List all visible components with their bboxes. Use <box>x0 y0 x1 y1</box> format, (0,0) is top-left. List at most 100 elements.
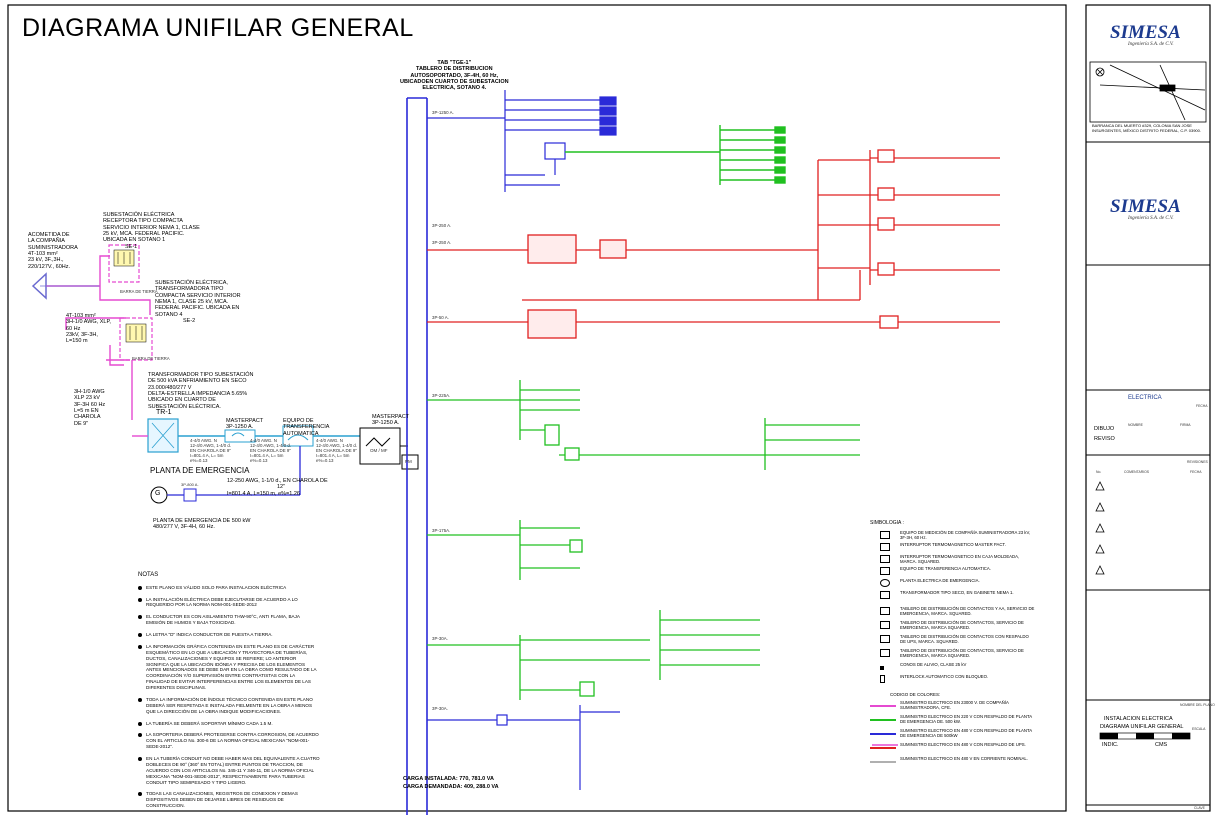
tab-name: TAB "TGE-1" <box>437 60 472 66</box>
legend-label: TABLERO DE DISTRIBUCIÓN DE CONTACTOS, SE… <box>900 620 1024 630</box>
se1-text: SUBESTACIÓN ELÉCTRICA RECEPTORA TIPO COM… <box>103 212 200 250</box>
awg1-line: 4-4/0 AWG. N <box>190 438 217 443</box>
tab-line2: AUTOSOPORTADO, 3F-4H, 60 Hz, <box>410 72 499 79</box>
planta-cable-text: 12-250 AWG, 1-1/0 d., EN CHAROLA DE 12" … <box>227 478 328 497</box>
rev-no-label: No. <box>1096 470 1102 474</box>
plan-title-2: DIAGRAMA UNIFILAR GENERAL <box>1100 724 1184 730</box>
rev-comentarios-label: COMENTARIOS <box>1124 470 1149 474</box>
color-line <box>870 747 896 749</box>
note-item: LA SOPORTERIA DEBERÁ PROTEGERSE CONTRA C… <box>138 732 320 750</box>
cable2-line: CHAROLA <box>74 414 101 421</box>
planta-desc-line: PLANTA DE EMERGENCIA DE 500 kW <box>153 518 251 524</box>
acometida-arrow <box>31 272 100 300</box>
masterpact2-line: 3P-1250 A. <box>372 420 400 427</box>
om-mf-label: OM / MF <box>370 448 388 453</box>
planta-cable-line: 12" <box>277 484 286 491</box>
breaker-label: 3P-1250 A. <box>432 110 454 115</box>
location-map <box>1089 61 1207 123</box>
legend-label: TABLERO DE DISTRIBUCIÓN DE CONTACTOS Y A… <box>900 606 1035 616</box>
acometida-line: 4T-103 mm² <box>28 250 58 257</box>
cable2-line: XLP 23 kV <box>74 395 100 402</box>
se2-line: SUBESTACIÓN ELÉCTRICA, <box>155 280 228 286</box>
awg1-text: 4-4/0 AWG. N 12-4/0 AWG, 1-4/0 d. EN CHA… <box>190 438 231 463</box>
legend-symbol-icon <box>880 567 890 575</box>
planta-breaker-label: 3P-800 A. <box>181 482 199 487</box>
awg2-line: EN CHAROLA DE 9" <box>250 448 291 454</box>
legend-label: INTERRUPTOR TERMOMAGNETICO MASTER PACT. <box>900 542 1006 547</box>
feeder-1-green <box>565 125 786 185</box>
legend-symbol-icon <box>880 621 890 629</box>
se2-line: TRANSFORMADORA TIPO <box>155 286 224 293</box>
firma-label: FIRMA <box>1180 423 1191 427</box>
legend-item: TABLERO DE DISTRIBUCIÓN DE CONTACTOS, SE… <box>870 620 1035 634</box>
notes-title: NOTAS <box>138 572 159 578</box>
carga-instalada: CARGA INSTALADA: 770, 781.0 VA <box>403 776 494 782</box>
trafo-line: DE 500 kVA ENFRIAMIENTO EN SECO <box>148 378 247 385</box>
legend-symbol-icon <box>880 649 890 657</box>
color-line <box>870 733 896 735</box>
scale-bar <box>1099 732 1191 740</box>
legend-label: EQUIPO DE TRANSFERENCIA AUTOMATICA. <box>900 566 991 571</box>
legend-item: TABLERO DE DISTRIBUCIÓN DE CONTACTOS CON… <box>870 634 1035 648</box>
planta-desc-line: 480/277 V, 3F-4H, 60 Hz. <box>153 524 215 531</box>
trafo-text: TRANSFORMADOR TIPO SUBESTACIÓN DE 500 kV… <box>148 372 254 410</box>
legend-label: PLANTA ELECTRICA DE EMERGENCIA. <box>900 578 980 583</box>
cable2-line: 3F-3H 60 Hz <box>74 401 106 408</box>
company-sub-mid: Ingeniería S.A. de C.V. <box>1128 216 1174 221</box>
se2-text: SUBESTACIÓN ELÉCTRICA, TRANSFORMADORA TI… <box>155 280 241 324</box>
titleblock-border <box>1085 4 1211 812</box>
color-line <box>870 719 896 721</box>
escala-label: ESCALA <box>1192 727 1206 731</box>
transfer-switch-box <box>282 425 314 447</box>
note-item: LA INSTALACIÓN ELÉCTRICA DEBE EJECUTARSE… <box>138 597 320 609</box>
breaker-label: 3P-250 A. <box>432 223 452 228</box>
planta-title: PLANTA DE EMERGENCIA <box>150 466 250 475</box>
awg3-line: 4-4/0 AWG. N <box>316 438 343 443</box>
trafo-line: DELTA-ESTRELLA IMPEDANCIA 5.65% <box>148 390 248 397</box>
se1-barra-label: BARRA DE TIERRA <box>120 289 158 294</box>
se2-line: NEMA 1, CLASE 25 kV, MCA. <box>155 298 229 305</box>
company-address: BARRANCA DEL MUERTO #329, COLONIA SAN JO… <box>1092 123 1201 133</box>
legend-label: TRANSFORMADOR TIPO SECO, EN GABINETE NEM… <box>900 590 1014 595</box>
transfer-line: EQUIPO DE <box>283 418 314 424</box>
color-code-item: SUMINISTRO ELECTRICO EN 480 V EN CORRIEN… <box>870 756 1035 771</box>
main-busbar <box>406 97 428 815</box>
simbologia-title: SIMBOLOGIA : <box>870 520 904 526</box>
plan-name-label: NOMBRE DEL PLANO <box>1180 703 1215 707</box>
trafo-line: TRANSFORMADOR TIPO SUBESTACIÓN <box>148 372 254 378</box>
legend-symbol-icon <box>880 555 890 563</box>
color-label: SUMINISTRO ELECTRICO EN 480 V EN CORRIEN… <box>900 756 1028 761</box>
company-sub-top: Ingeniería S.A. de C.V. <box>1128 42 1174 47</box>
scale-indic: INDIC. <box>1102 742 1119 748</box>
note-item: LA TUBERÍA SE DEBERÁ SOPORTAR MÍNIMO CAD… <box>138 721 320 727</box>
tab-label: TAB "TGE-1" TABLERO DE DISTRIBUCION AUTO… <box>400 60 509 92</box>
masterpact1-line: 3P-1250 A. <box>226 424 254 431</box>
legend-label: TABLERO DE DISTRIBUCIÓN DE CONTACTOS CON… <box>900 634 1029 644</box>
breaker-label: 3P-225A. <box>432 393 451 398</box>
color-label: SUMINISTRO ELECTRICO EN 480 V CON RESPAL… <box>900 728 1032 738</box>
color-code-item: SUMINISTRO ELECTRICO EN 480 V CON RESPAL… <box>870 728 1035 743</box>
page-title: DIAGRAMA UNIFILAR GENERAL <box>22 14 414 42</box>
color-label: SUMINISTRO ELECTRICO EN 480 V CON RESPAL… <box>900 742 1026 747</box>
section-label: ELECTRICA <box>1128 395 1162 401</box>
tab-line3: UBICADOEN CUARTO DE SUBESTACION <box>400 78 509 85</box>
legend-symbol-icon <box>880 543 890 551</box>
note-item: EL CONDUCTOR ES CON AISLAMIENTO THW-90°C… <box>138 614 320 626</box>
awg1-line: e%=0.13 <box>190 458 208 464</box>
color-line <box>870 705 896 707</box>
legend-item: INTERRUPTOR TERMOMAGNETICO EN CAJA MOLDE… <box>870 554 1035 566</box>
acometida-line: 220/127V., 60Hz. <box>28 263 70 270</box>
pm-label: PM <box>405 459 412 464</box>
breaker-label: 3P-50 A. <box>432 315 449 320</box>
company-logo-top: SIMESA <box>1110 22 1181 43</box>
planta-cable-line: I=801.4 A, L=150 m, e%=1.26 <box>227 490 300 497</box>
cable2-line: 3H-1/0 AWG <box>74 389 105 395</box>
cable2-text: 3H-1/0 AWG XLP 23 kV 3F-3H 60 Hz L=5 m E… <box>74 389 105 427</box>
dibujo-label: DIBUJO <box>1094 426 1115 432</box>
legend-label: TABLERO DE DISTRIBUCIÓN DE CONTACTOS, SE… <box>900 648 1024 658</box>
se2-line: COMPACTA SERVICIO INTERIOR <box>155 292 241 299</box>
se1-line: 25 kV, MCA. FEDERAL PACIFIC. <box>103 230 185 237</box>
planta-emergencia-symbol <box>150 446 301 504</box>
se2-box <box>119 317 153 361</box>
